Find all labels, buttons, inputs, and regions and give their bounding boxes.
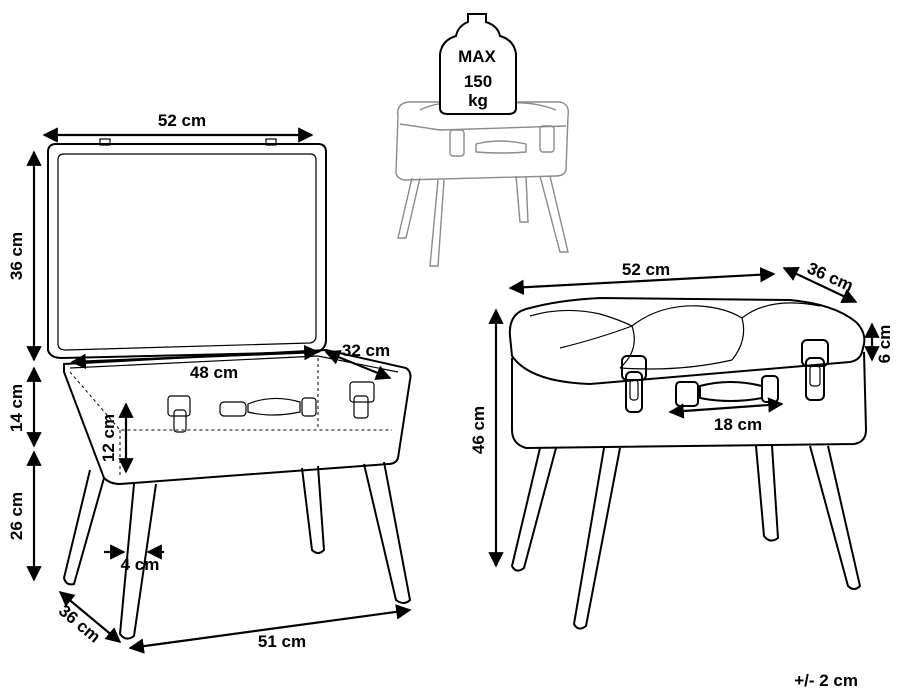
closed-latch-right-icon (801, 339, 829, 401)
lid-height-dimension: 36 cm (7, 150, 42, 362)
total-height-label: 46 cm (469, 406, 488, 454)
inner-depth-label: 32 cm (342, 341, 390, 360)
latch-icon-right (349, 381, 375, 419)
handle-width-label: 18 cm (714, 415, 762, 434)
inner-width-label: 48 cm (190, 363, 238, 382)
box-height-dimension: 14 cm (7, 366, 42, 448)
leg-inset-label: 4 cm (121, 555, 160, 574)
inner-depth-dimension: 32 cm (324, 341, 392, 380)
box-height-label: 14 cm (7, 384, 26, 432)
cushion-height-label: 6 cm (875, 325, 894, 364)
inner-height-label: 12 cm (99, 414, 118, 462)
weight-thumbnail-stool (395, 101, 570, 267)
weight-unit-label: kg (468, 91, 488, 110)
leg-height-label: 26 cm (7, 492, 26, 540)
latch-icon-left (167, 395, 191, 433)
cushion-height-dimension: 6 cm (864, 322, 894, 364)
inner-height-dimension: 12 cm (99, 402, 134, 474)
weight-max-label: MAX (458, 47, 496, 66)
total-height-dimension: 46 cm (469, 308, 504, 568)
inner-width-dimension: 48 cm (70, 344, 320, 382)
open-width-dimension: 52 cm (42, 111, 314, 143)
closed-depth-dimension: 36 cm (782, 258, 858, 304)
base-width-dimension: 51 cm (128, 604, 412, 654)
handle-icon (219, 397, 317, 417)
closed-handle-icon (675, 375, 779, 407)
leg-inset-dimension: 4 cm (104, 544, 164, 574)
base-depth-dimension: 36 cm (55, 591, 122, 647)
open-stool-drawing (47, 138, 412, 640)
lid-height-label: 36 cm (7, 232, 26, 280)
handle-width-dimension: 18 cm (668, 397, 784, 434)
tolerance-note: +/- 2 cm (794, 671, 858, 690)
open-width-label: 52 cm (158, 111, 206, 130)
base-width-label: 51 cm (258, 632, 306, 651)
closed-stool-drawing (508, 296, 868, 630)
closed-width-label: 52 cm (622, 260, 670, 279)
leg-height-dimension: 26 cm (7, 450, 42, 582)
closed-width-dimension: 52 cm (508, 260, 776, 295)
weight-value-label: 150 (464, 72, 492, 91)
weight-icon: MAX 150 kg (439, 13, 517, 115)
closed-latch-left-icon (621, 355, 647, 413)
